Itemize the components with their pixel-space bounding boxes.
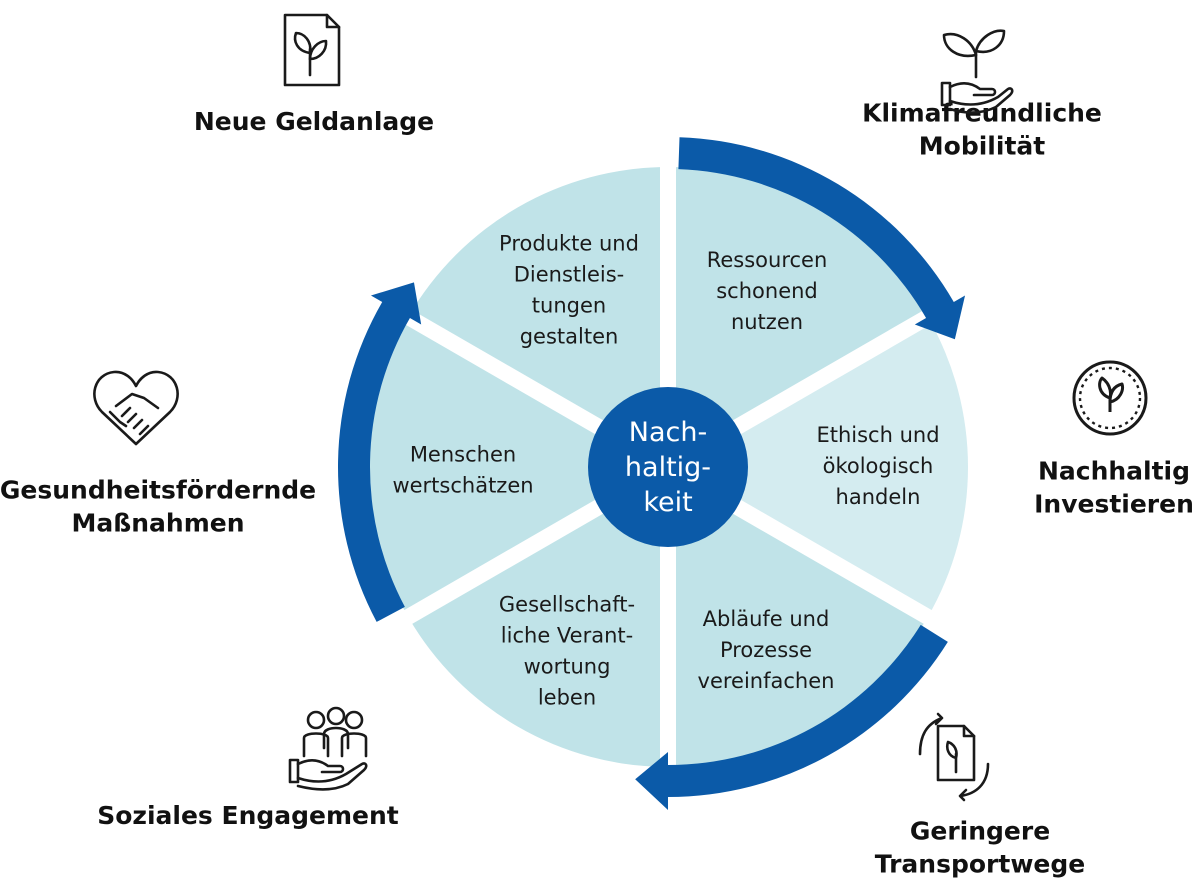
segment-5 xyxy=(368,317,668,617)
segment-label-line: nutzen xyxy=(731,310,803,334)
segment-label-line: gestalten xyxy=(520,325,619,349)
people-hand-icon xyxy=(288,706,368,791)
segment-2 xyxy=(668,317,968,617)
segment-3 xyxy=(668,467,928,767)
center-label-line: keit xyxy=(643,487,692,518)
outer-label-line: Maßnahmen xyxy=(72,509,245,538)
segment-6 xyxy=(408,167,668,467)
segment-label-line: leben xyxy=(538,686,596,710)
segment-4 xyxy=(408,467,668,767)
recycle-document-icon xyxy=(918,712,990,802)
outer-label-line: Nachhaltig xyxy=(1038,457,1190,486)
segment-label-line: ökologisch xyxy=(823,454,934,478)
document-plant-icon xyxy=(283,13,341,87)
outer-label-line: Investieren xyxy=(1034,490,1194,519)
segment-1 xyxy=(668,167,928,467)
center-circle xyxy=(588,387,748,547)
segment-label-line: tungen xyxy=(532,294,606,318)
segment-label-line: Ressourcen xyxy=(707,248,828,272)
segment-label-line: Gesellschaft- xyxy=(499,593,635,617)
segment-label-line: wertschätzen xyxy=(392,474,533,498)
cycle-arrow-2 xyxy=(635,624,948,810)
outer-label-line: Transportwege xyxy=(875,850,1085,879)
segment-label-line: Menschen xyxy=(410,443,516,467)
coin-leaf-icon xyxy=(1072,360,1148,436)
heart-handshake-icon xyxy=(93,370,179,446)
outer-label-line: Mobilität xyxy=(919,132,1045,161)
cycle-arrow-3 xyxy=(338,282,422,622)
outer-label-line: Geringere xyxy=(910,817,1050,846)
outer-label-line: Soziales Engagement xyxy=(97,801,399,830)
segment-label-line: handeln xyxy=(836,485,921,509)
segment-label-line: Abläufe und xyxy=(703,607,830,631)
center-label-line: Nach- xyxy=(629,417,707,448)
center-label-line: haltig- xyxy=(625,452,711,483)
segment-label-line: Ethisch und xyxy=(816,423,939,447)
outer-label-line: Neue Geldanlage xyxy=(194,107,434,136)
outer-label-line: Gesundheitsfördernde xyxy=(0,476,316,505)
segment-label-line: vereinfachen xyxy=(698,669,835,693)
segment-label-line: wortung xyxy=(524,655,611,679)
segment-label-line: Produkte und xyxy=(499,232,639,256)
segment-label-line: Prozesse xyxy=(720,638,812,662)
hand-plant-icon xyxy=(940,29,1014,114)
segment-label-line: schonend xyxy=(716,279,818,303)
segment-label-line: liche Verant- xyxy=(501,624,633,648)
cycle-arrow-1 xyxy=(678,137,966,340)
segment-label-line: Dienstleis- xyxy=(514,263,625,287)
